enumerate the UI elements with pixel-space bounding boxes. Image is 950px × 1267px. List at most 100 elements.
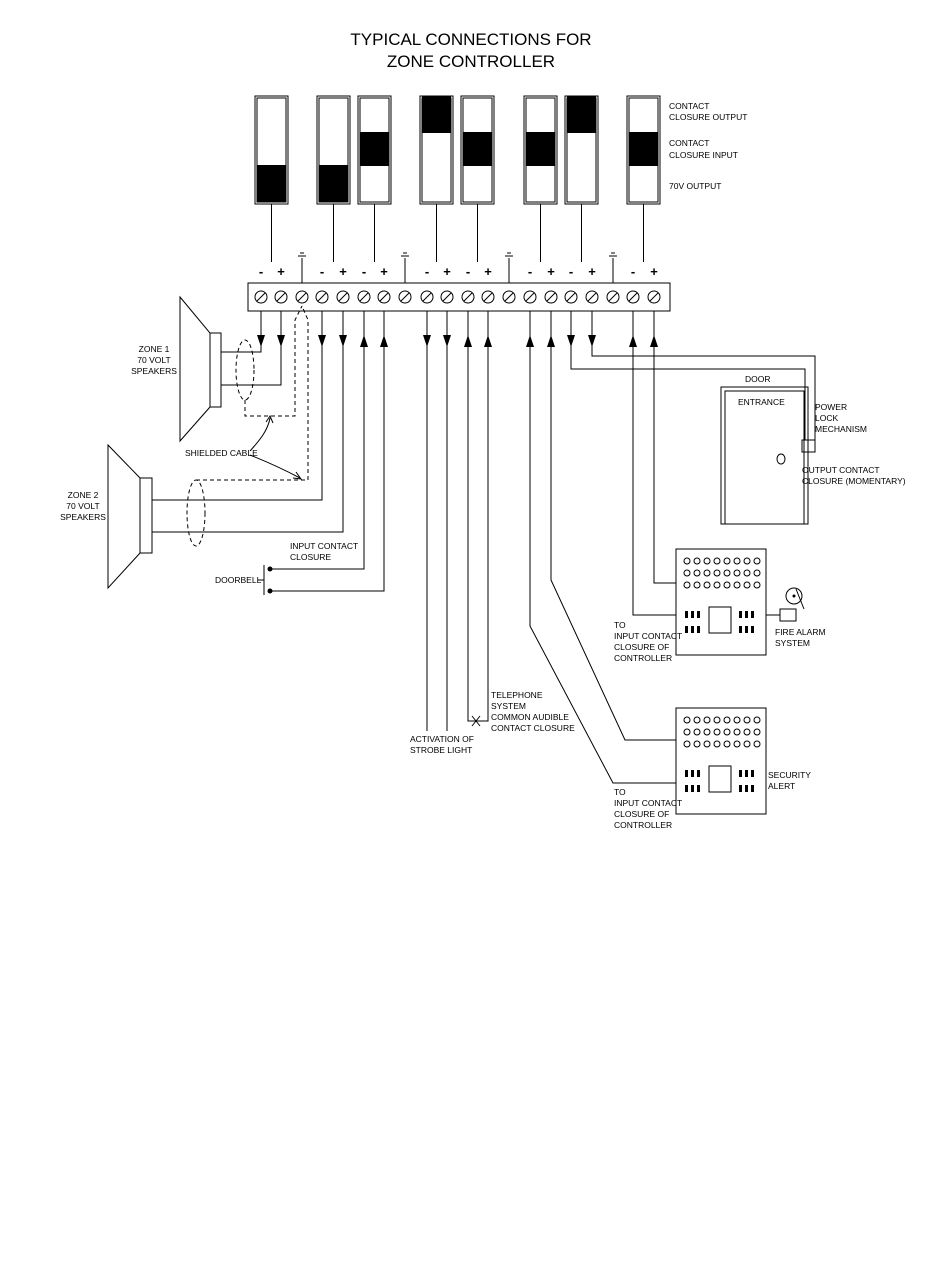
- zone1-label-3: SPEAKERS: [131, 366, 177, 376]
- dip-switch: [419, 95, 454, 262]
- output-contact-label-1: OUTPUT CONTACT: [802, 465, 880, 475]
- telephone-label-2: SYSTEM: [491, 701, 526, 711]
- strobe-label-1: ACTIVATION OF: [410, 734, 474, 744]
- terminal-sign: +: [547, 264, 555, 279]
- shield-ground-wires: [298, 252, 617, 283]
- terminal-sign: -: [425, 264, 429, 279]
- diagram-title-line2: ZONE CONTROLLER: [387, 52, 555, 71]
- terminal-screw: [377, 290, 391, 304]
- terminal-screw: [461, 290, 475, 304]
- doorbell-label: DOORBELL: [215, 575, 262, 585]
- to-input-2-label-4: CONTROLLER: [614, 820, 672, 830]
- terminal-sign: +: [650, 264, 658, 279]
- legend-contact-closure-input-1: CONTACT: [669, 138, 709, 148]
- zone2-speaker: [107, 305, 344, 590]
- terminal-sign: +: [443, 264, 451, 279]
- terminal-sign: +: [380, 264, 388, 279]
- legend-70v-output: 70V OUTPUT: [669, 181, 721, 191]
- terminal-screw: [606, 290, 620, 304]
- terminal-screw: [502, 290, 516, 304]
- security-alert-label-1: SECURITY: [768, 770, 811, 780]
- fire-alarm-panel: [675, 548, 767, 656]
- zone1-speaker: [179, 295, 303, 443]
- terminal-polarity-signs: -+-+-+-+-+-+-+-+: [259, 264, 658, 279]
- fire-alarm-bell-icon: [785, 587, 803, 605]
- to-input-1-label-1: TO: [614, 620, 626, 630]
- dip-switch: [523, 95, 558, 262]
- terminal-screw: [274, 290, 288, 304]
- terminal-screw: [481, 290, 495, 304]
- fire-alarm-label-1: FIRE ALARM: [775, 627, 826, 637]
- to-input-2-label-2: INPUT CONTACT: [614, 798, 682, 808]
- terminal-screw: [440, 290, 454, 304]
- terminal-screw: [357, 290, 371, 304]
- door-knob: [776, 453, 786, 465]
- terminal-screw: [315, 290, 329, 304]
- terminal-screw: [254, 290, 268, 304]
- security-alert-panel: [675, 707, 767, 815]
- dip-switch: [316, 95, 351, 262]
- zone1-label-1: ZONE 1: [139, 344, 170, 354]
- security-alert-label-2: ALERT: [768, 781, 795, 791]
- switch-legend: CONTACT CLOSURE OUTPUT CONTACT CLOSURE I…: [669, 101, 747, 191]
- output-contact-label-2: CLOSURE (MOMENTARY): [802, 476, 906, 486]
- terminal-screw: [295, 290, 309, 304]
- terminal-screw: [398, 290, 412, 304]
- terminal-strip: [247, 282, 671, 312]
- dip-switch: [460, 95, 495, 262]
- terminal-screw: [647, 290, 661, 304]
- entrance-label: ENTRANCE: [738, 397, 785, 407]
- diagram-title-line1: TYPICAL CONNECTIONS FOR: [350, 30, 591, 49]
- terminal-lead-arrows: [257, 311, 658, 347]
- doorbell-wire: [268, 345, 385, 592]
- to-input-2-label-1: TO: [614, 787, 626, 797]
- input-contact-wire: [268, 345, 365, 570]
- terminal-screw: [523, 290, 537, 304]
- power-lock-label-2: LOCK: [815, 413, 838, 423]
- terminal-screw: [626, 290, 640, 304]
- terminal-sign: +: [588, 264, 596, 279]
- terminal-sign: +: [484, 264, 492, 279]
- zone2-label-3: SPEAKERS: [60, 512, 106, 522]
- terminal-sign: -: [259, 264, 263, 279]
- terminal-sign: -: [569, 264, 573, 279]
- to-input-1-label-4: CONTROLLER: [614, 653, 672, 663]
- legend-contact-closure-input-2: CLOSURE INPUT: [669, 150, 738, 160]
- telephone-label-1: TELEPHONE: [491, 690, 543, 700]
- input-contact-label-2: CLOSURE: [290, 552, 331, 562]
- terminal-sign: -: [320, 264, 324, 279]
- dip-switch: [564, 95, 599, 262]
- door-frame: [720, 386, 809, 525]
- zone1-label-2: 70 VOLT: [137, 355, 170, 365]
- terminal-sign: +: [277, 264, 285, 279]
- strobe-label-2: STROBE LIGHT: [410, 745, 472, 755]
- strobe-wires: [426, 345, 448, 731]
- zone2-label-2: 70 VOLT: [66, 501, 99, 511]
- terminal-sign: -: [528, 264, 532, 279]
- terminal-screw: [336, 290, 350, 304]
- dip-switch: [357, 95, 392, 262]
- terminal-screw: [420, 290, 434, 304]
- telephone-label-4: CONTACT CLOSURE: [491, 723, 575, 733]
- to-input-2-label-3: CLOSURE OF: [614, 809, 669, 819]
- to-input-1-label-3: CLOSURE OF: [614, 642, 669, 652]
- terminal-sign: -: [631, 264, 635, 279]
- terminal-screws: [254, 290, 661, 304]
- dip-switch: [254, 95, 289, 262]
- terminal-sign: +: [339, 264, 347, 279]
- shielded-cable-label: SHIELDED CABLE: [185, 448, 258, 458]
- terminal-screw: [544, 290, 558, 304]
- power-lock-label-1: POWER: [815, 402, 847, 412]
- input-contact-label-1: INPUT CONTACT: [290, 541, 358, 551]
- legend-contact-closure-output-1: CONTACT: [669, 101, 709, 111]
- to-input-1-label-2: INPUT CONTACT: [614, 631, 682, 641]
- zone2-label-1: ZONE 2: [68, 490, 99, 500]
- dip-switch-bank: [254, 95, 661, 262]
- fire-alarm-label-2: SYSTEM: [775, 638, 810, 648]
- door-label: DOOR: [745, 374, 771, 384]
- terminal-sign: -: [362, 264, 366, 279]
- terminal-screw: [585, 290, 599, 304]
- telephone-wires: [467, 345, 489, 722]
- power-lock-label-3: MECHANISM: [815, 424, 867, 434]
